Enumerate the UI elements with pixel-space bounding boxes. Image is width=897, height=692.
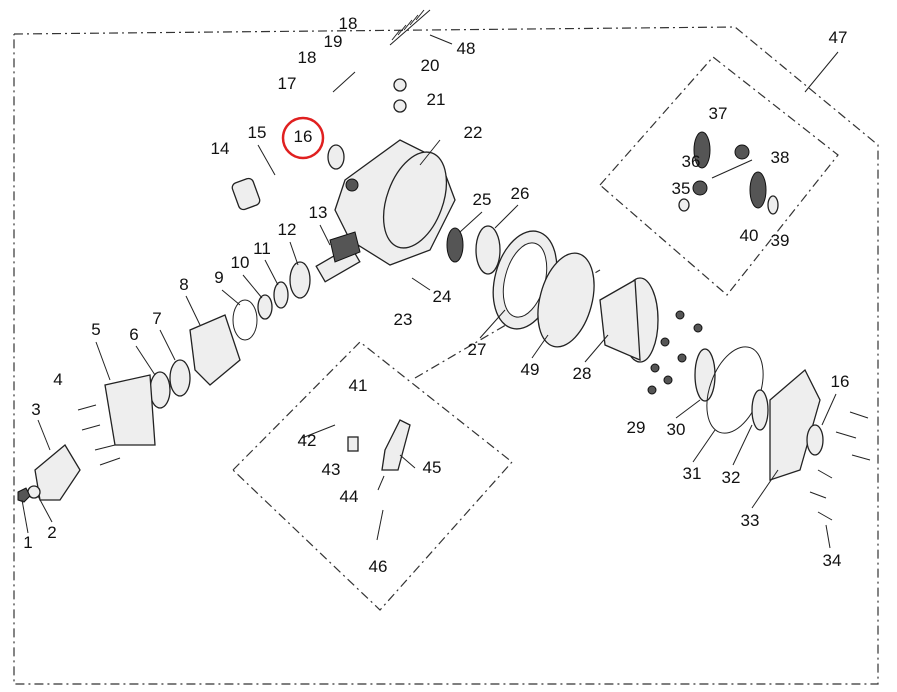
washer-20 <box>393 78 407 92</box>
part-label-18b: 18 <box>338 14 358 33</box>
seal-10 <box>257 294 273 320</box>
part-label-4: 4 <box>53 370 63 389</box>
bolts-4 <box>77 404 121 466</box>
part-label-21: 21 <box>426 90 446 109</box>
part-label-41: 41 <box>348 376 368 395</box>
pin-46 <box>376 509 384 541</box>
washer-35 <box>678 198 690 212</box>
part-label-20: 20 <box>420 56 440 75</box>
part-label-48: 48 <box>456 39 476 58</box>
bearing-11 <box>273 281 289 309</box>
part-label-16b: 16 <box>830 372 850 391</box>
part-label-11: 11 <box>253 239 271 258</box>
washer-21 <box>393 99 407 113</box>
fork-45 <box>381 419 411 471</box>
part-label-13: 13 <box>308 203 328 222</box>
part-label-6: 6 <box>129 325 139 344</box>
part-label-5: 5 <box>91 320 101 339</box>
part-label-27: 27 <box>467 340 487 359</box>
part-label-17: 17 <box>277 74 297 93</box>
part-label-10: 10 <box>230 253 250 272</box>
part-label-15: 15 <box>247 123 267 142</box>
part-label-29: 29 <box>626 418 646 437</box>
part-label-18: 18 <box>297 48 317 67</box>
part-label-47: 47 <box>828 28 848 47</box>
subassembly-boundary-lock-mechanism <box>232 341 513 611</box>
housing-22 <box>334 139 456 266</box>
pinion-13 <box>315 231 361 283</box>
part-label-32: 32 <box>721 468 741 487</box>
bearing-12 <box>289 261 311 299</box>
spring-48 <box>389 9 431 46</box>
part-label-23: 23 <box>393 310 413 329</box>
part-label-42: 42 <box>297 431 317 450</box>
assembly-boundary <box>13 26 879 685</box>
part-label-43: 43 <box>321 460 341 479</box>
part-label-7: 7 <box>152 309 162 328</box>
highlight-circle <box>281 116 325 160</box>
part-label-33: 33 <box>740 511 760 530</box>
part-label-37: 37 <box>708 104 728 123</box>
part-label-46: 46 <box>368 557 388 576</box>
part-label-9: 9 <box>214 268 224 287</box>
leader-lines <box>21 34 839 549</box>
gear-37 <box>693 131 711 169</box>
bolts-34 <box>809 411 871 521</box>
part-label-16-highlighted: 16 <box>293 127 313 146</box>
plate-5 <box>104 374 156 446</box>
part-label-40: 40 <box>739 226 759 245</box>
bearing-6 <box>149 371 171 409</box>
washer-32 <box>751 389 769 431</box>
bolts-29 <box>647 310 703 395</box>
gear-36 <box>692 180 708 196</box>
nut-1 <box>17 487 31 503</box>
part-label-19: 19 <box>323 32 343 51</box>
part-label-26: 26 <box>510 184 530 203</box>
flange-3 <box>34 444 81 501</box>
part-label-31: 31 <box>682 464 702 483</box>
sleeve-43 <box>347 436 359 452</box>
pin-44 <box>377 475 385 491</box>
pin-19 <box>332 71 356 93</box>
o-ring-9 <box>232 299 258 341</box>
part-label-35: 35 <box>671 179 691 198</box>
part-label-34: 34 <box>822 551 842 570</box>
bearing-26 <box>475 225 501 275</box>
housing-8 <box>189 314 241 386</box>
part-label-39: 39 <box>770 231 790 250</box>
diff-case-28 <box>599 277 659 363</box>
seal-30 <box>694 348 716 402</box>
part-label-28: 28 <box>572 364 592 383</box>
seal-16 <box>327 144 345 170</box>
gear-36b <box>734 144 750 160</box>
seal-16b <box>806 424 824 456</box>
part-label-45: 45 <box>422 458 442 477</box>
part-label-22: 22 <box>463 123 483 142</box>
part-label-30: 30 <box>666 420 686 439</box>
part-label-49: 49 <box>520 360 540 379</box>
part-label-8: 8 <box>179 275 189 294</box>
part-label-2: 2 <box>47 523 57 542</box>
part-label-38: 38 <box>770 148 790 167</box>
shaft-38 <box>711 159 753 179</box>
part-label-44: 44 <box>339 487 359 506</box>
actuator-14 <box>231 177 261 211</box>
bearing-25 <box>446 227 464 263</box>
part-label-3: 3 <box>31 400 41 419</box>
washer-39 <box>767 195 779 215</box>
part-label-24: 24 <box>432 287 452 306</box>
part-label-14: 14 <box>210 139 230 158</box>
gear-40 <box>749 171 767 209</box>
part-label-12: 12 <box>277 220 297 239</box>
subassembly-boundary-differential-gears <box>599 56 839 296</box>
gasket-49 <box>537 252 595 348</box>
part-label-36: 36 <box>681 152 701 171</box>
bearing-7 <box>169 359 191 397</box>
part-label-25: 25 <box>472 190 492 209</box>
part-label-1: 1 <box>23 533 33 552</box>
